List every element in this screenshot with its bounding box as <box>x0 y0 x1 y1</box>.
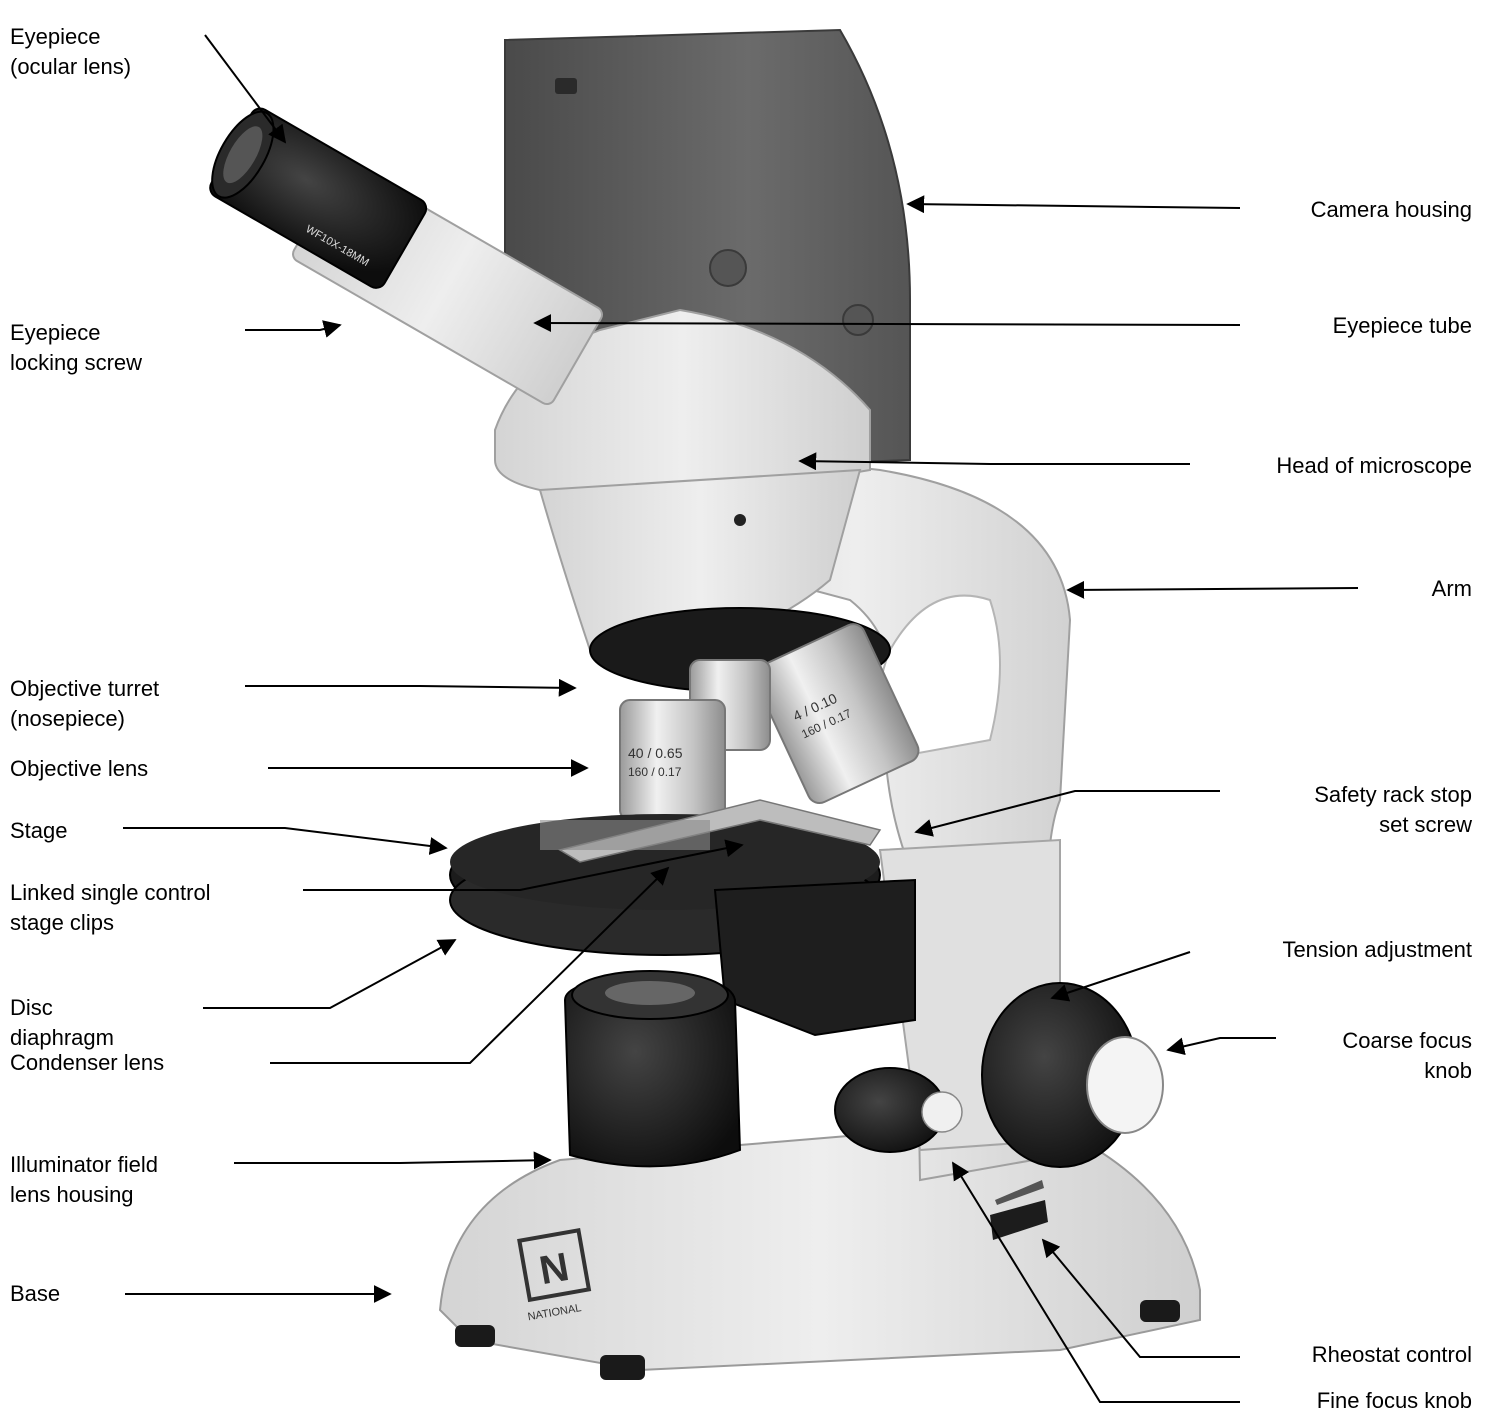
leader-camera-housing <box>908 204 1240 208</box>
leader-disc-diaphragm <box>203 940 455 1008</box>
label-arm: Arm <box>1432 574 1472 604</box>
leader-eyepiece-locking-screw <box>245 325 340 330</box>
leader-coarse-focus <box>1168 1038 1276 1050</box>
label-camera-housing: Camera housing <box>1311 195 1472 225</box>
base-foot <box>600 1355 645 1380</box>
slide <box>540 820 710 850</box>
label-safety-rack-stop: Safety rack stop set screw <box>1314 780 1472 840</box>
camera-button <box>843 305 873 335</box>
leader-objective-turret <box>245 686 575 688</box>
svg-text:160 / 0.17: 160 / 0.17 <box>628 765 682 779</box>
leader-arm <box>1068 588 1358 590</box>
label-head: Head of microscope <box>1276 451 1472 481</box>
label-eyepiece: Eyepiece (ocular lens) <box>10 22 131 82</box>
label-eyepiece-locking-screw: Eyepiece locking screw <box>10 318 142 378</box>
microscope-illustration: WF10X-18MM 4 / 0.10 160 / 0.17 40 / 0.65… <box>199 30 1200 1380</box>
label-base: Base <box>10 1279 60 1309</box>
label-illuminator: Illuminator field lens housing <box>10 1150 158 1210</box>
label-disc-diaphragm: Disc diaphragm <box>10 993 114 1053</box>
base-foot <box>1140 1300 1180 1322</box>
base-foot <box>455 1325 495 1347</box>
label-stage-clips: Linked single control stage clips <box>10 878 211 938</box>
label-rheostat: Rheostat control <box>1312 1340 1472 1370</box>
label-condenser-lens: Condenser lens <box>10 1048 164 1078</box>
camera-slot <box>555 78 577 94</box>
label-eyepiece-tube: Eyepiece tube <box>1333 311 1472 341</box>
label-objective-lens: Objective lens <box>10 754 148 784</box>
label-fine-focus: Fine focus knob <box>1317 1386 1472 1416</box>
leader-tension-adjustment <box>1052 952 1190 998</box>
label-coarse-focus: Coarse focus knob <box>1342 1026 1472 1086</box>
label-stage: Stage <box>10 816 68 846</box>
condenser-block <box>715 880 915 1035</box>
leader-illuminator <box>234 1160 550 1163</box>
label-objective-turret: Objective turret (nosepiece) <box>10 674 159 734</box>
label-tension-adjustment: Tension adjustment <box>1282 935 1472 965</box>
camera-button <box>710 250 746 286</box>
leader-stage <box>123 828 446 848</box>
svg-text:40 / 0.65: 40 / 0.65 <box>628 745 683 761</box>
